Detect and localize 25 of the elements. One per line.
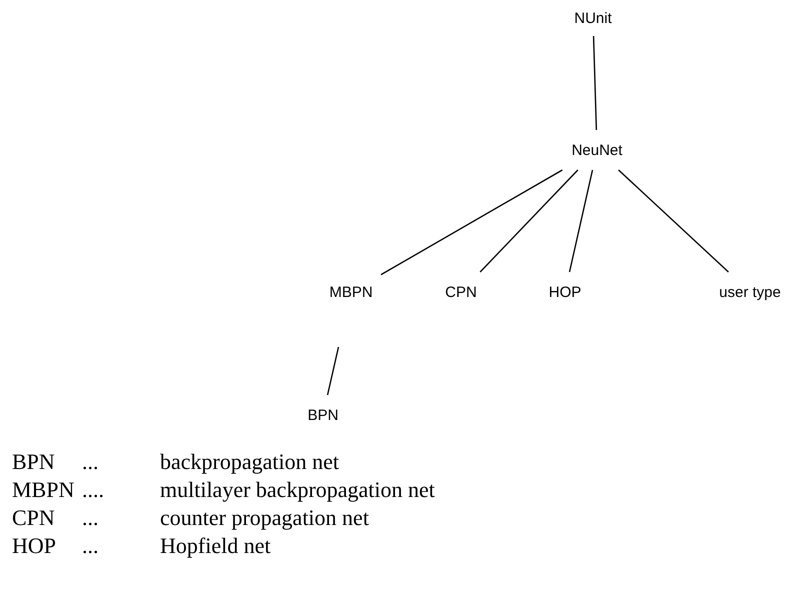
- node-label: CPN: [445, 284, 477, 300]
- node-label: BPN: [308, 408, 338, 422]
- node-label: MBPN: [329, 284, 373, 300]
- ellipsis: ...: [82, 534, 100, 558]
- connector-line: [592, 36, 598, 130]
- definition: backpropagation net: [160, 450, 340, 474]
- connector-line: [568, 170, 594, 272]
- definition: Hopfield net: [160, 534, 272, 558]
- abbreviation: MBPN: [12, 478, 76, 502]
- connector-line: [326, 346, 340, 396]
- abbreviation: CPN: [12, 506, 56, 530]
- connector-line: [380, 169, 563, 276]
- node-label: HOP: [548, 284, 582, 300]
- node-label: user type: [719, 284, 781, 300]
- ellipsis: ...: [82, 450, 100, 474]
- definition: counter propagation net: [160, 506, 370, 530]
- abbreviation: HOP: [12, 534, 58, 558]
- connector-line: [480, 170, 578, 272]
- node-label: NeuNet: [572, 142, 622, 158]
- ellipsis: ....: [82, 478, 105, 502]
- ellipsis: ...: [82, 506, 100, 530]
- definition: multilayer backpropagation net: [160, 478, 435, 502]
- connector-line: [618, 170, 729, 272]
- abbreviation: BPN: [12, 450, 56, 474]
- node-label: NUnit: [574, 10, 612, 26]
